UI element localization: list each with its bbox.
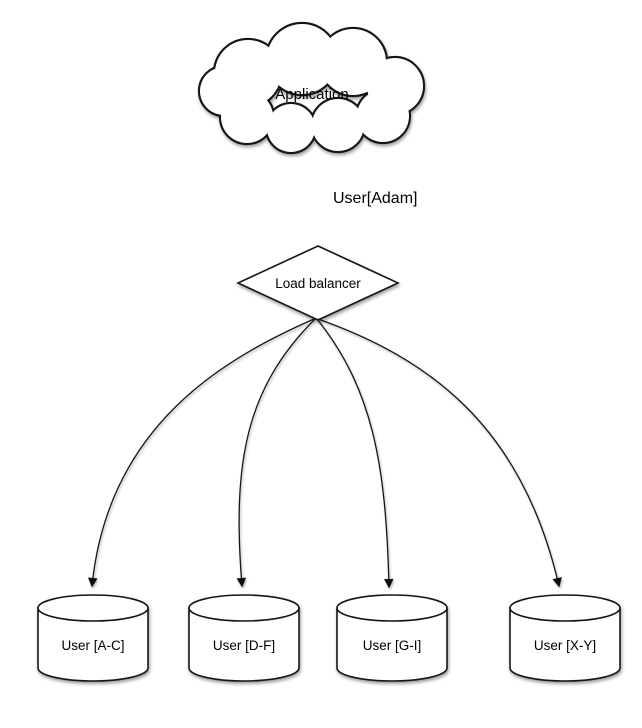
shard-edges <box>88 318 562 589</box>
cylinder-body <box>509 607 621 682</box>
edge-user-adam-label: User[Adam] <box>333 190 417 207</box>
edge-loadbalancer-to-db-a-c <box>88 318 315 588</box>
cylinder-top <box>336 594 448 622</box>
db-node-user-g-i <box>336 594 448 682</box>
load-balancer-label: Load balancer <box>275 276 361 291</box>
db-label-user-a-c: User [A-C] <box>61 638 124 653</box>
cylinder-top <box>509 594 621 622</box>
cylinder-body <box>37 607 149 682</box>
db-node-user-d-f <box>188 594 300 682</box>
db-label-user-x-y: User [X-Y] <box>534 638 596 653</box>
edge-loadbalancer-to-db-d-f <box>236 318 316 588</box>
cylinder-body <box>188 607 300 682</box>
cloud-node-application <box>197 21 426 155</box>
edge-loadbalancer-to-db-x-y <box>317 318 562 588</box>
cylinder-body <box>336 607 448 682</box>
db-node-user-a-c <box>37 594 149 682</box>
cylinder-top <box>37 594 149 622</box>
cylinder-top <box>188 594 300 622</box>
db-label-user-d-f: User [D-F] <box>213 638 275 653</box>
cloud-fill <box>200 24 423 152</box>
db-label-user-g-i: User [G-I] <box>363 638 422 653</box>
edge-loadbalancer-to-db-g-i <box>316 318 394 589</box>
db-node-user-x-y <box>509 594 621 682</box>
application-label: Application <box>275 86 348 103</box>
